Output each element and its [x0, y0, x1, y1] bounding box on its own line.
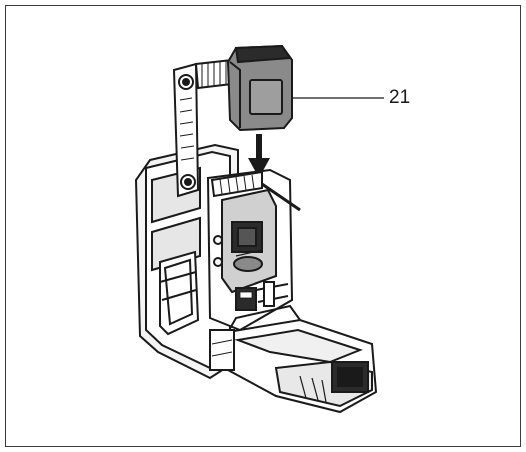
battery-pack [226, 44, 293, 132]
insert-arrow-icon [248, 134, 270, 178]
front-door-open [209, 304, 378, 414]
handle-arm [172, 58, 233, 198]
callout-label: 21 [389, 87, 411, 108]
figure-frame [5, 5, 521, 447]
battery-compartment [206, 168, 301, 332]
